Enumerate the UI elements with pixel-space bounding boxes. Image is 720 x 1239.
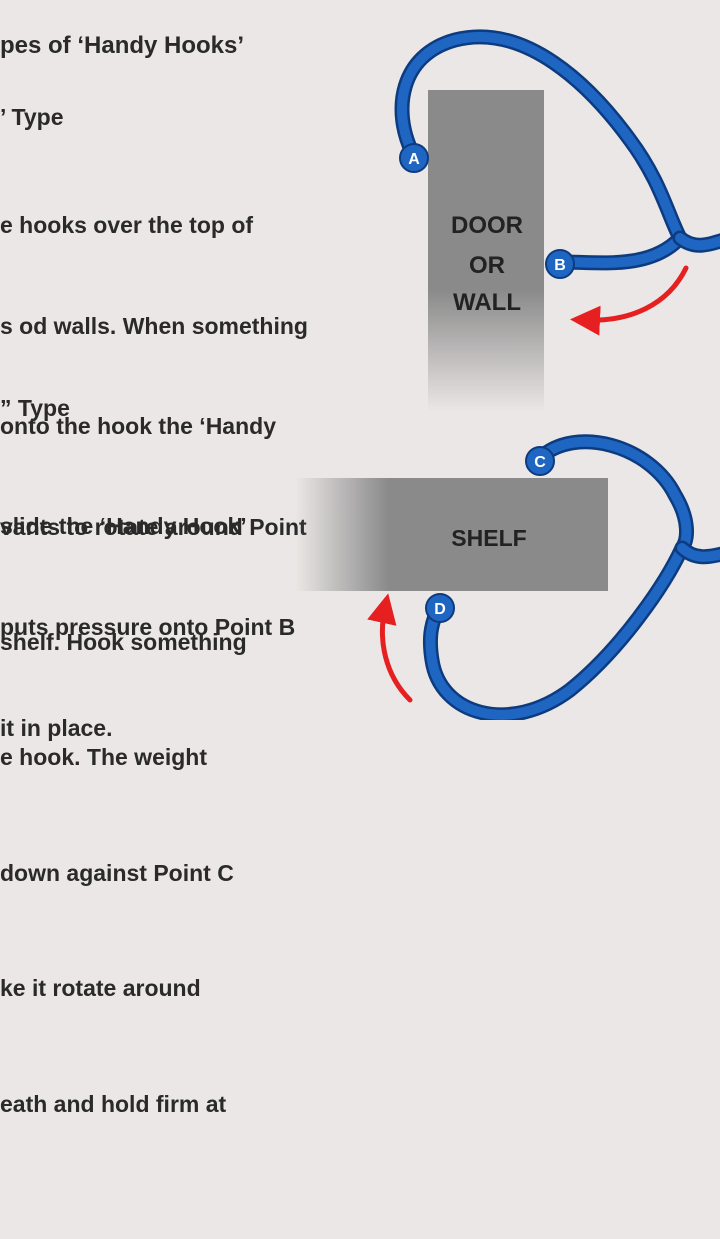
section1-line: puts pressure onto Point B xyxy=(0,614,296,640)
section2-line: e hook. The weight xyxy=(0,744,208,770)
section1-body: e hooks over the top of s od walls. When… xyxy=(0,142,308,779)
section2-line: ke it rotate around xyxy=(0,975,201,1001)
section1-line: onto the hook the ‘Handy xyxy=(0,413,276,439)
point-c-marker: C xyxy=(525,446,555,476)
point-d-marker: D xyxy=(425,593,455,623)
section2-line: shelf. Hook something xyxy=(0,628,247,655)
shelf-label: SHELF xyxy=(451,525,526,551)
door-label: WALL xyxy=(453,289,521,316)
section2-line: eath and hold firm at xyxy=(0,1090,227,1117)
rotation-arrow-bottom xyxy=(367,593,413,703)
point-a-marker: A xyxy=(399,143,429,173)
svg-text:C: C xyxy=(534,454,546,471)
section1-line: s od walls. When something xyxy=(0,312,308,339)
svg-text:A: A xyxy=(408,151,420,168)
svg-text:D: D xyxy=(434,601,446,618)
bottom-hook xyxy=(422,434,720,720)
door-board xyxy=(428,90,544,412)
section1-title: ’ Type xyxy=(0,104,64,130)
shelf-board xyxy=(295,478,608,591)
section1-line: e hooks over the top of xyxy=(0,212,254,238)
section2-line: down against Point C xyxy=(0,859,234,886)
hooks-diagram: DOOR OR WALL SHELF A B C D xyxy=(295,29,720,720)
door-label: OR xyxy=(469,252,505,279)
section2-line: slide the ‘Handy Hook’ xyxy=(0,513,247,539)
section2-title: ” Type xyxy=(0,395,70,421)
top-hook xyxy=(394,29,720,271)
svg-text:B: B xyxy=(554,257,566,274)
point-b-marker: B xyxy=(545,249,575,279)
page-heading: pes of ‘Handy Hooks’ xyxy=(0,32,245,59)
door-label: DOOR xyxy=(451,212,523,239)
rotation-arrow-top xyxy=(570,265,689,336)
